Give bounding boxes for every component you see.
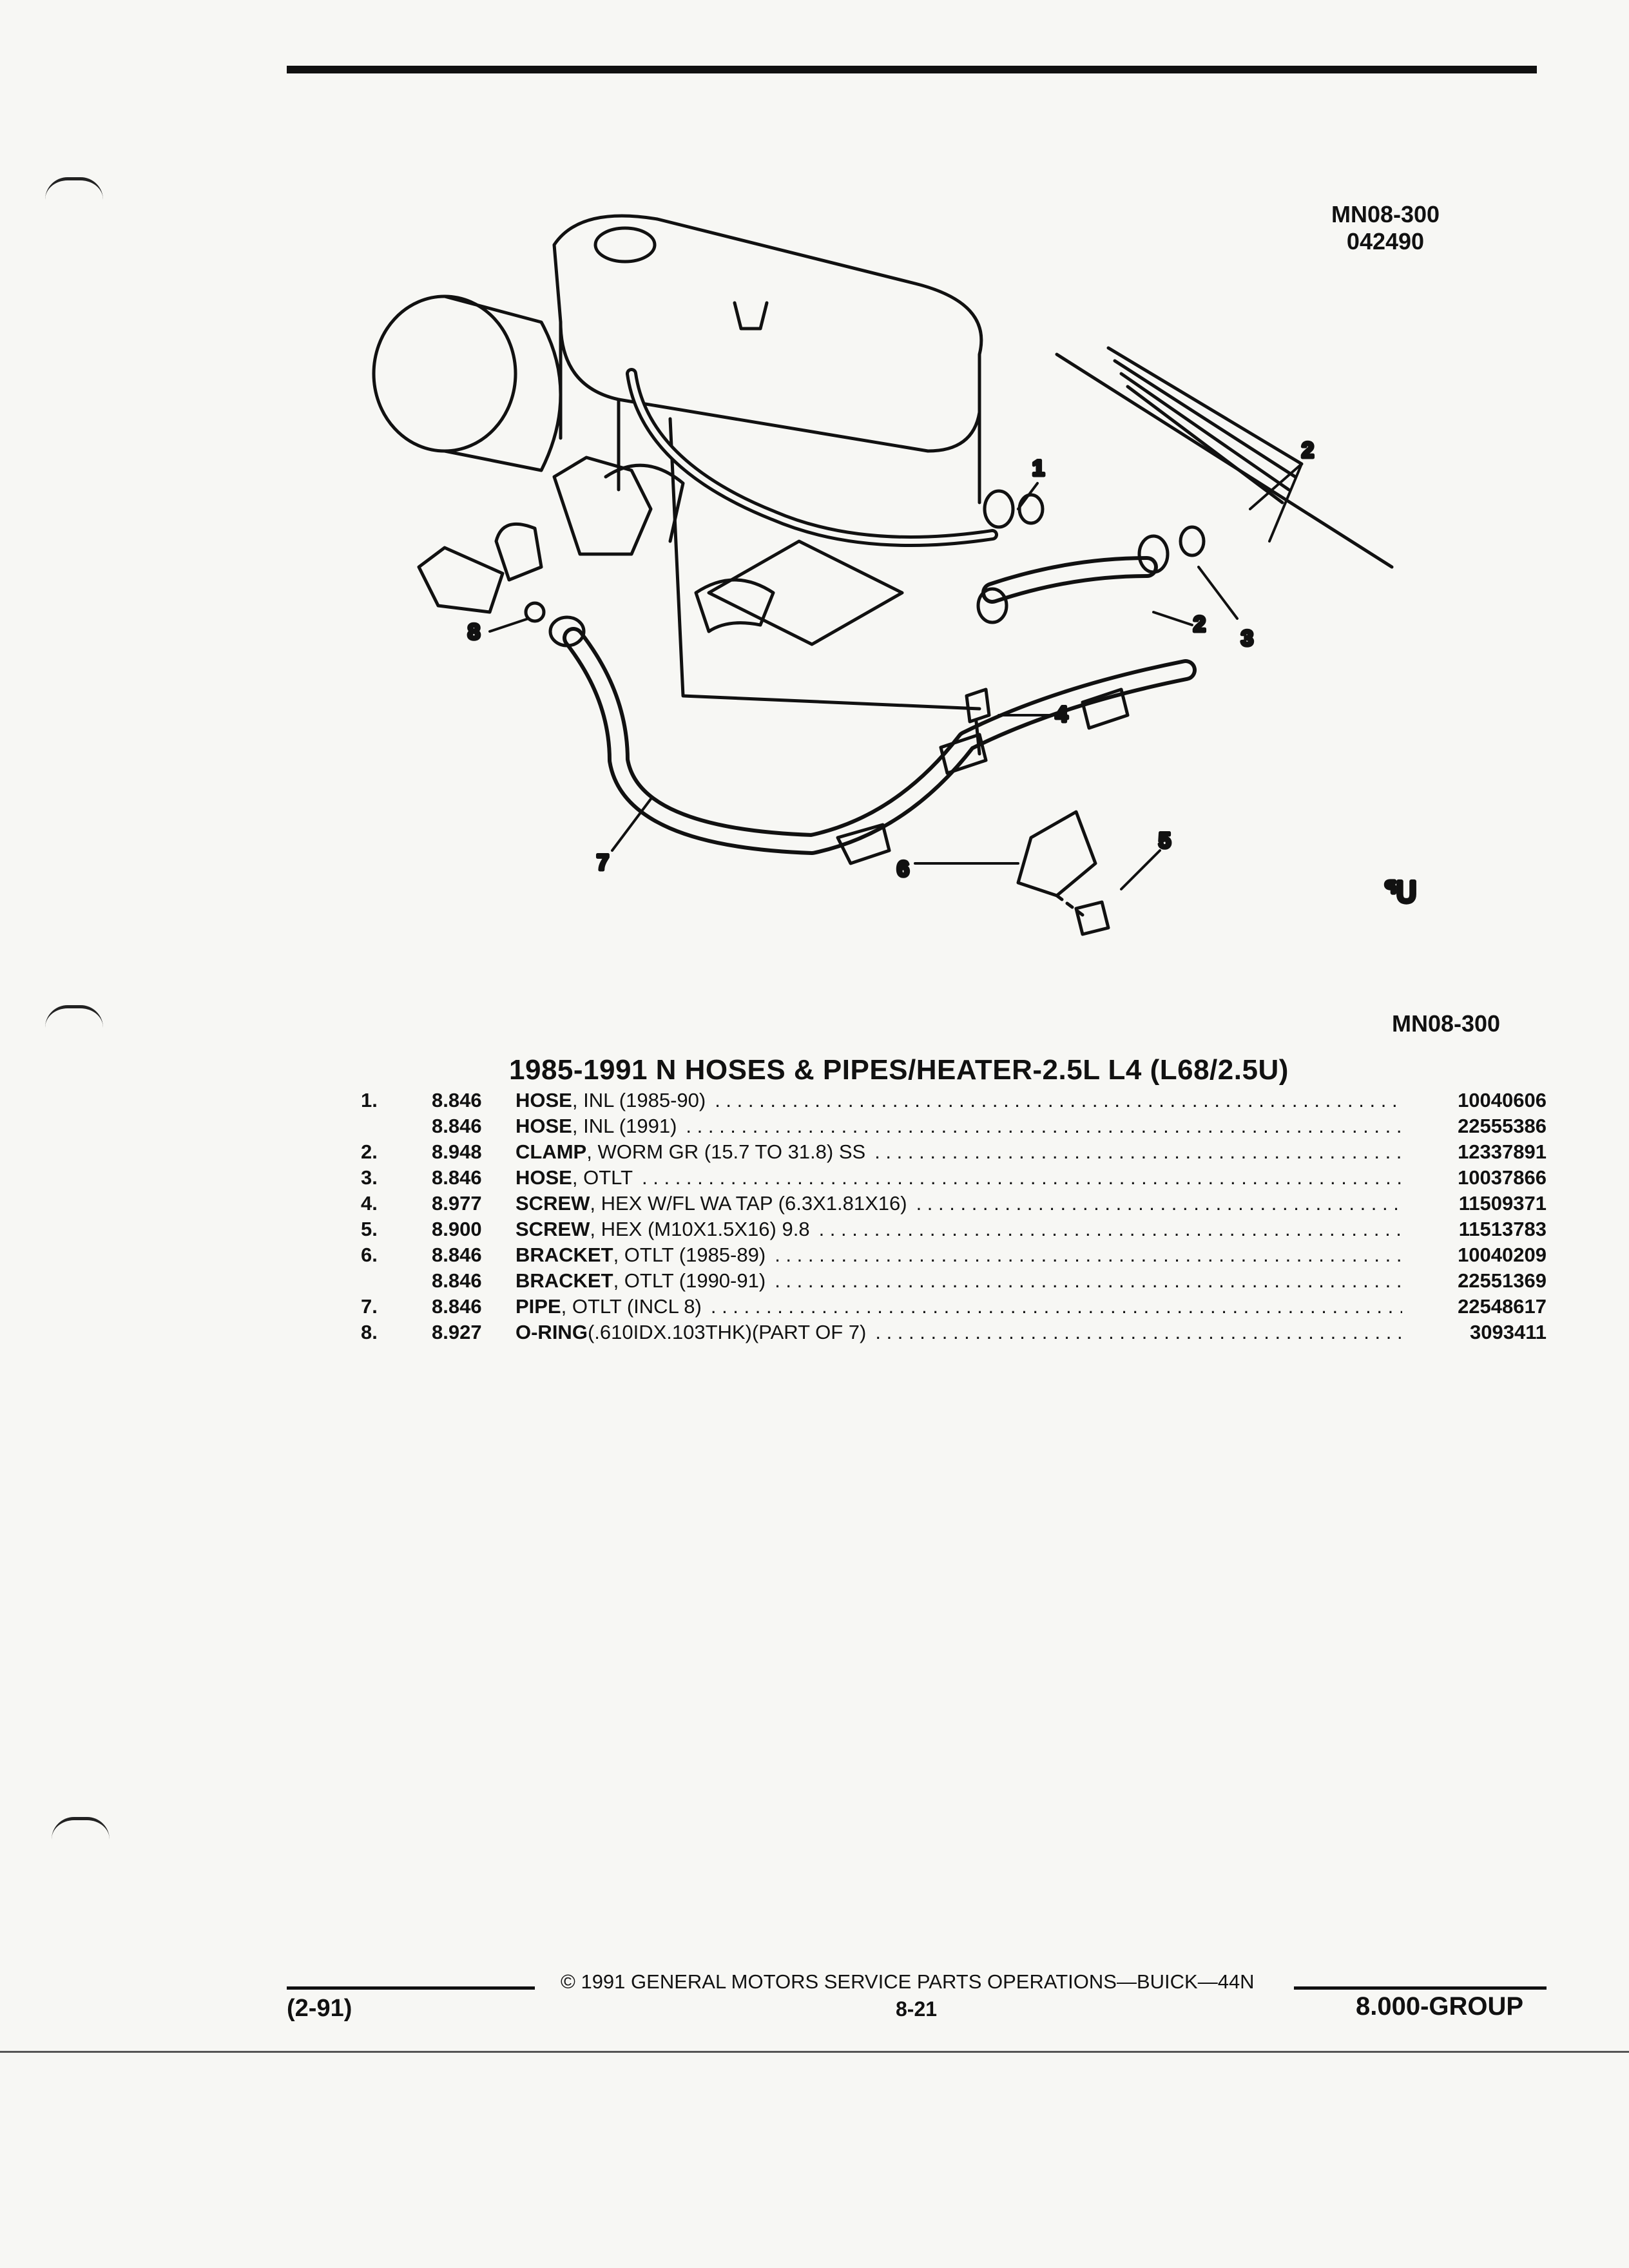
gm-logo-icon: ᕐᑌ: [1384, 877, 1417, 908]
part-row: 8.846 HOSE , INL (1991) 22555386: [361, 1115, 1547, 1140]
callout-2: 2: [1302, 438, 1314, 463]
margin-mark: [45, 177, 103, 200]
exploded-parts-diagram: 1 2 2 3 4 5 6 7 8 ᕐᑌ: [348, 206, 1443, 966]
outlet-hose: [981, 556, 1158, 604]
footer-rule: [287, 1986, 535, 1990]
part-row: 6. 8.846 BRACKET , OTLT (1985-89) 100402…: [361, 1244, 1547, 1269]
part-row: 8.846 BRACKET , OTLT (1990-91) 22551369: [361, 1269, 1547, 1295]
header-rule: [287, 66, 1537, 73]
callout-3: 3: [1241, 626, 1253, 651]
margin-mark: [52, 1817, 110, 1840]
callout-1: 1: [1032, 456, 1045, 481]
group-reference: 8.000-GROUP: [1356, 1992, 1524, 2021]
hose-clamps: [976, 489, 1206, 624]
air-cleaner: [372, 294, 563, 472]
fender-lines: [1055, 346, 1394, 569]
part-row: 5. 8.900 SCREW , HEX (M10X1.5X16) 9.8 11…: [361, 1218, 1547, 1244]
diagram-date: 042490: [1346, 228, 1425, 255]
callout-8: 8: [468, 620, 480, 644]
page-number: 8-21: [896, 1997, 938, 2021]
leader-lines: [488, 463, 1303, 890]
revision-date: (2-91): [287, 1995, 352, 2022]
part-row: 2. 8.948 CLAMP , WORM GR (15.7 TO 31.8) …: [361, 1140, 1547, 1166]
figure-reference: MN08-300: [1392, 1010, 1501, 1037]
engine-outline: [552, 214, 983, 711]
inlet-hose: [626, 368, 998, 547]
margin-mark: [45, 1005, 103, 1028]
diagram-id: MN08-300 042490: [1308, 201, 1463, 255]
part-row: 1. 8.846 HOSE , INL (1985-90) 10040606: [361, 1089, 1547, 1115]
callout-6: 6: [897, 857, 909, 881]
copyright-line: © 1991 GENERAL MOTORS SERVICE PARTS OPER…: [561, 1970, 1255, 1993]
callout-4: 4: [1055, 702, 1068, 727]
outlet-pipe: [524, 601, 1197, 855]
part-row: 8. 8.927 O-RING (.610IDX.103THK)(PART OF…: [361, 1321, 1547, 1347]
diagram-number: MN08-300: [1331, 201, 1440, 227]
thermostat-housing: [417, 456, 775, 633]
screws: [965, 687, 1110, 936]
callout-5: 5: [1159, 829, 1171, 853]
pipe-brackets: [836, 687, 1130, 898]
part-row: 3. 8.846 HOSE , OTLT 10037866: [361, 1166, 1547, 1192]
part-row: 4. 8.977 SCREW , HEX W/FL WA TAP (6.3X1.…: [361, 1192, 1547, 1218]
part-row: 7. 8.846 PIPE , OTLT (INCL 8) 22548617: [361, 1295, 1547, 1321]
callout-2: 2: [1193, 612, 1206, 637]
bottom-rule: [0, 2051, 1629, 2053]
footer-rule: [1294, 1986, 1547, 1990]
group-title: 1985-1991 N HOSES & PIPES/HEATER-2.5L L4…: [509, 1054, 1289, 1086]
callout-7: 7: [597, 850, 609, 875]
parts-list: 1. 8.846 HOSE , INL (1985-90) 10040606 8…: [361, 1089, 1547, 1347]
